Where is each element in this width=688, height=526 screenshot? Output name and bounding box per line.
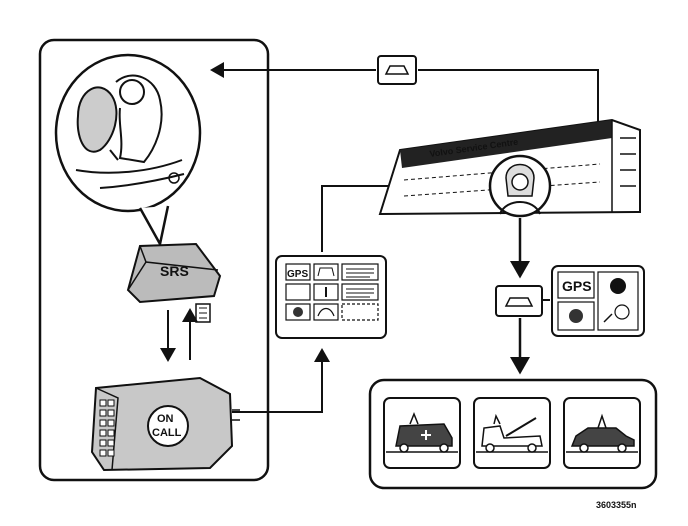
reference-code: 3603355n bbox=[596, 500, 637, 510]
info-panel: GPS i bbox=[551, 265, 645, 337]
keypad bbox=[99, 399, 115, 457]
tow-truck-card bbox=[473, 397, 551, 469]
on-call-button bbox=[147, 405, 189, 447]
operator bbox=[488, 154, 552, 218]
info-panel-gps: GPS bbox=[562, 278, 592, 294]
on-call-line1: ON bbox=[157, 413, 174, 425]
data-panel: GPS bbox=[275, 255, 387, 339]
ambulance-card bbox=[383, 397, 461, 469]
on-call-unit: ON CALL bbox=[90, 376, 240, 472]
occupant-airbag-bubble bbox=[54, 53, 202, 248]
emergency-services-panel bbox=[368, 378, 658, 490]
srs-module: SRS bbox=[126, 242, 222, 304]
vehicle-panel bbox=[38, 38, 270, 482]
data-panel-gps: GPS bbox=[287, 269, 308, 280]
phone-message-box-top bbox=[377, 55, 417, 85]
info-glyph: i bbox=[615, 280, 618, 294]
srs-oncall-arrows bbox=[160, 308, 198, 362]
phone-message-box-middle bbox=[495, 285, 543, 317]
on-call-line2: CALL bbox=[152, 427, 182, 439]
police-car-card bbox=[563, 397, 641, 469]
arrow-oncall-to-panel bbox=[232, 348, 330, 413]
srs-label: SRS bbox=[160, 263, 189, 279]
